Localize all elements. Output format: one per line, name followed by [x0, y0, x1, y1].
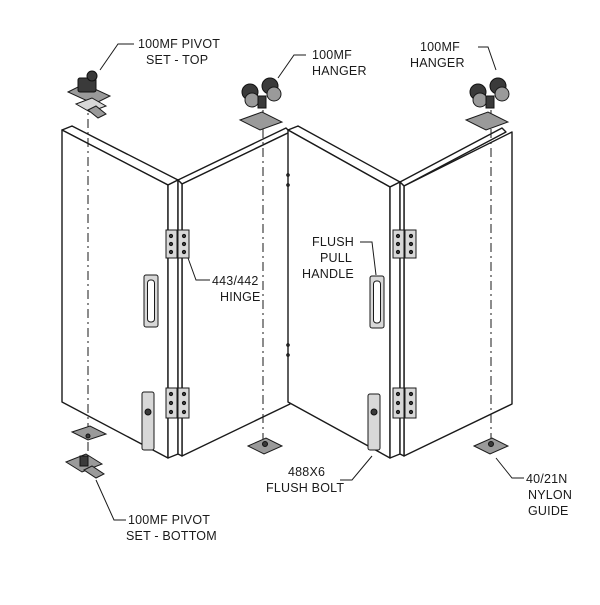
pivot-top-label-1: 100MF PIVOT — [138, 37, 220, 51]
hanger-1-label-1: 100MF — [312, 48, 352, 62]
hanger-2-label-1: 100MF — [420, 40, 460, 54]
hanger-1-icon — [238, 77, 284, 131]
leader-hanger-1 — [277, 54, 306, 79]
flush-bolt-left — [141, 391, 155, 451]
hinge-label-1: 443/442 — [212, 274, 259, 288]
hanger-2-label-2: HANGER — [410, 56, 465, 70]
bolt-label-2: FLUSH BOLT — [266, 481, 344, 495]
pull-label-2: PULL — [320, 251, 352, 265]
pivot-top-label-2: SET - TOP — [146, 53, 208, 67]
bolt-label-1: 488X6 — [288, 465, 325, 479]
leader-guide — [495, 457, 524, 479]
leader-pivot-top — [99, 43, 134, 71]
hinge-lower-right — [392, 387, 417, 419]
leader-bolt — [340, 455, 373, 481]
callout-hinge: 443/442 HINGE — [212, 274, 261, 304]
callout-pivot-bottom: 100MF PIVOT SET - BOTTOM — [126, 513, 217, 543]
hinge-lower-left — [165, 387, 190, 419]
nylon-guide-icon — [472, 437, 510, 455]
guide-label-2: NYLON — [528, 488, 572, 502]
door-panel-4 — [399, 127, 513, 457]
leader-hanger-2 — [478, 46, 497, 71]
callout-bolt: 488X6 FLUSH BOLT — [266, 465, 344, 495]
callout-guide: 40/21N NYLON GUIDE — [526, 472, 572, 518]
hinge-center-dots — [286, 173, 290, 357]
hanger-2-icon — [464, 77, 510, 131]
leader-hinge — [187, 257, 210, 281]
guide-label-1: 40/21N — [526, 472, 568, 486]
hinge-label-2: HINGE — [220, 290, 261, 304]
callout-pull: FLUSH PULL HANDLE — [302, 235, 354, 281]
pivot-top-icon — [66, 70, 112, 119]
pivot-bottom-label-2: SET - BOTTOM — [126, 529, 217, 543]
pivot-axes — [87, 100, 492, 460]
hinge-upper-left — [165, 229, 190, 259]
flush-pull-handle-right — [369, 275, 385, 329]
callout-hanger-1: 100MF HANGER — [312, 48, 367, 78]
pull-label-1: FLUSH — [312, 235, 354, 249]
guide-label-3: GUIDE — [528, 504, 569, 518]
callout-pivot-top: 100MF PIVOT SET - TOP — [138, 37, 220, 67]
hinge-upper-right — [392, 229, 417, 259]
pivot-bottom-icon — [64, 425, 108, 479]
leader-lines — [95, 43, 524, 521]
callout-hanger-2: 100MF HANGER — [410, 40, 465, 70]
floor-guide-center-icon — [246, 437, 284, 455]
hanger-1-label-2: HANGER — [312, 64, 367, 78]
leader-pull — [360, 241, 377, 276]
flush-bolt-right — [367, 393, 381, 451]
pivot-bottom-label-1: 100MF PIVOT — [128, 513, 210, 527]
pull-label-3: HANDLE — [302, 267, 354, 281]
flush-pull-handle-left — [143, 274, 159, 328]
leader-pivot-bottom — [95, 479, 126, 521]
door-panel-1 — [61, 125, 179, 459]
